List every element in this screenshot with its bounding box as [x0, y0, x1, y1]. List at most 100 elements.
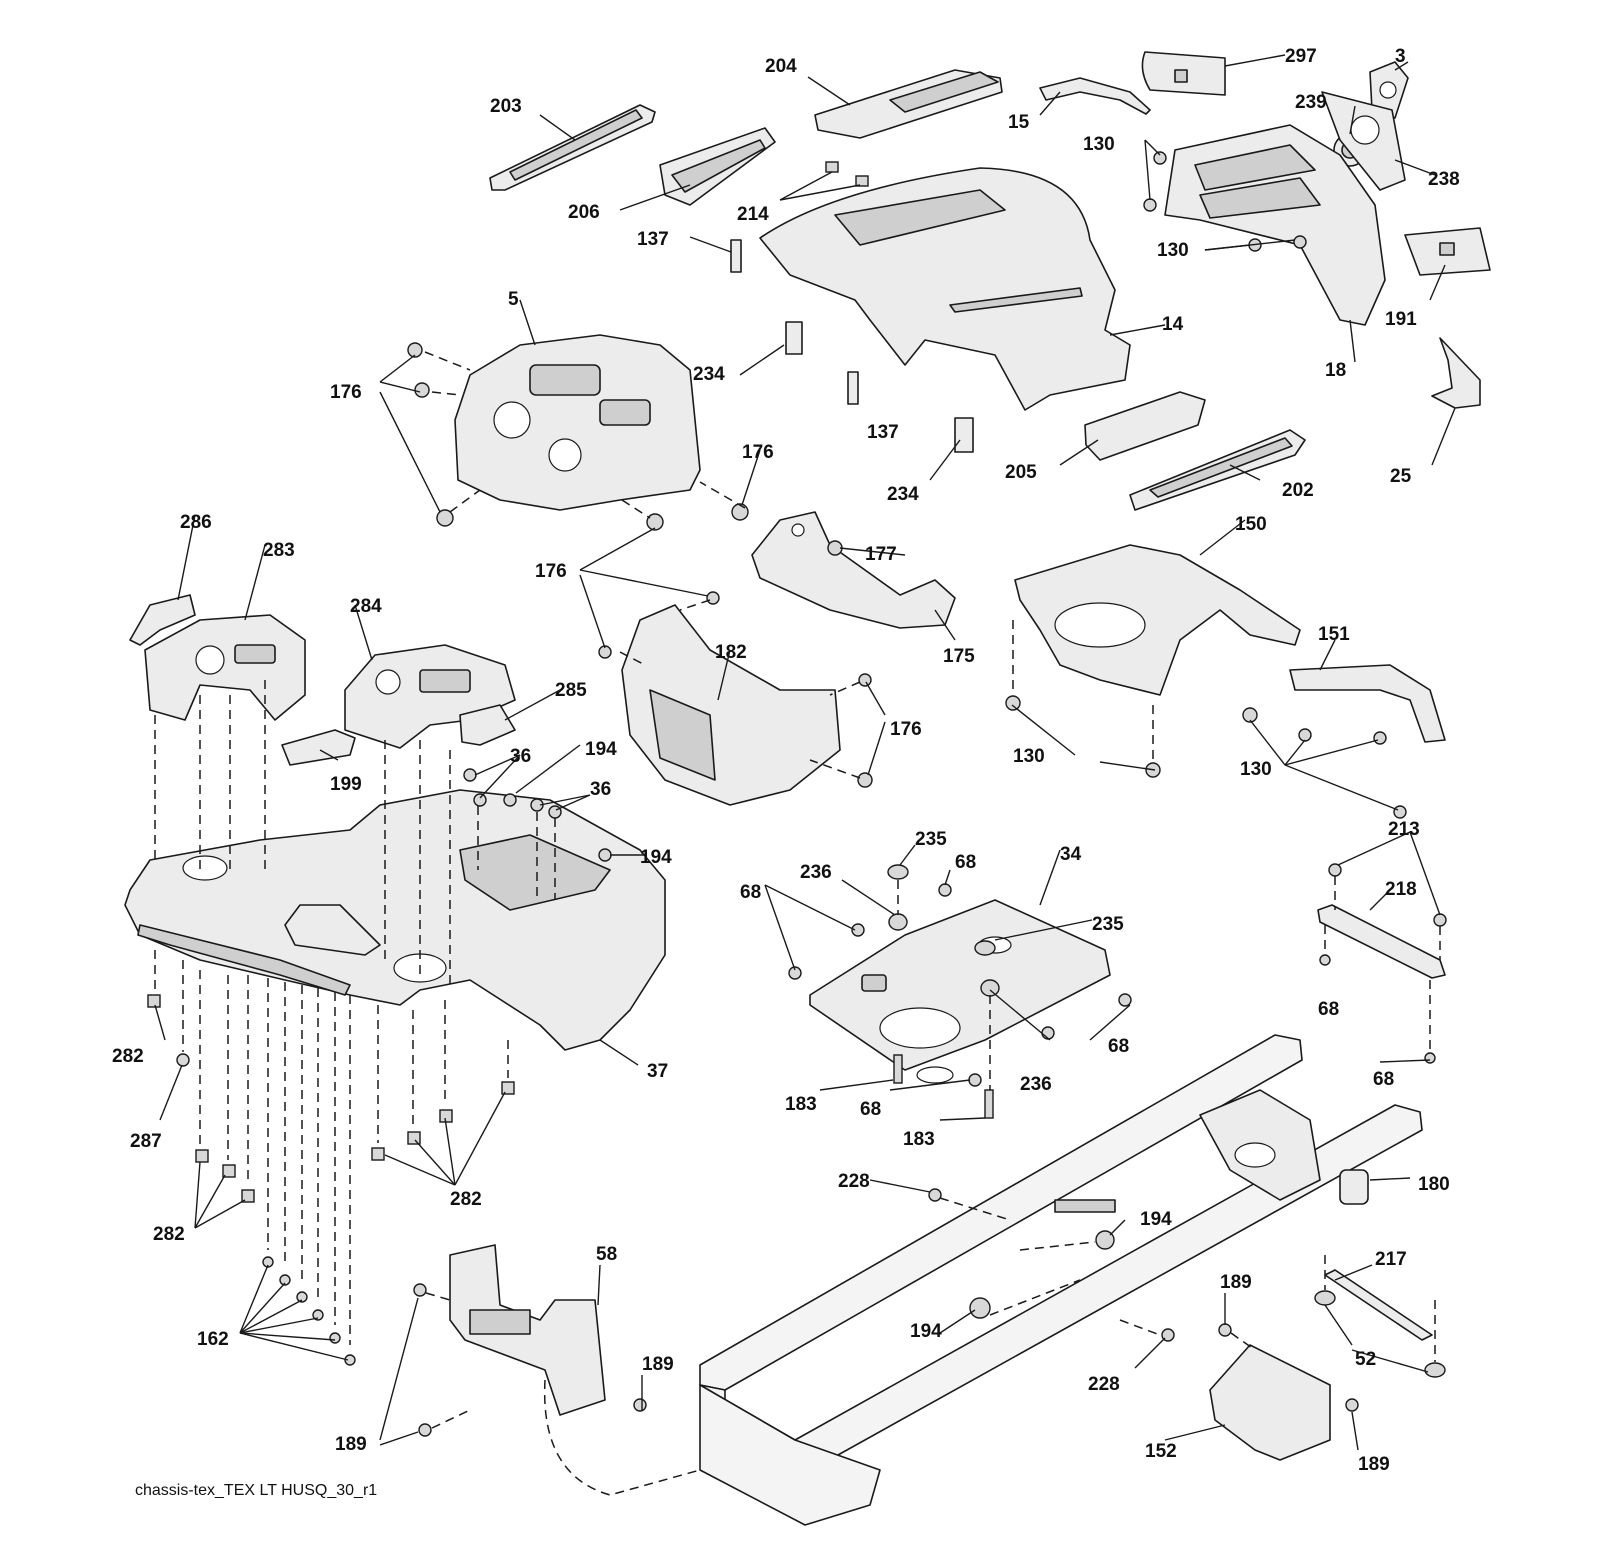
callout-234: 234 — [887, 484, 919, 505]
callout-189: 189 — [1358, 1454, 1390, 1475]
part-25-trim — [1431, 337, 1481, 409]
callout-130: 130 — [1083, 134, 1115, 155]
callout-34: 34 — [1060, 844, 1082, 865]
callout-68: 68 — [860, 1099, 881, 1120]
callout-130: 130 — [1157, 240, 1189, 261]
callout-236: 236 — [800, 862, 832, 883]
callout-235: 235 — [1092, 914, 1124, 935]
part-180-frame — [699, 1034, 1423, 1526]
callout-182: 182 — [715, 642, 747, 663]
part-36-screws — [463, 768, 562, 819]
callout-68: 68 — [955, 852, 976, 873]
part-206-grille-support — [659, 127, 776, 206]
part-287-screw — [176, 1053, 190, 1067]
part-150-fender-support — [1014, 544, 1301, 696]
callout-36: 36 — [590, 779, 611, 800]
callout-176: 176 — [742, 442, 774, 463]
part-68-bolt-lower-a — [1319, 954, 1331, 966]
callout-180: 180 — [1418, 1174, 1450, 1195]
callout-199: 199 — [330, 774, 362, 795]
part-205-grille-support — [1084, 391, 1206, 461]
part-218-bracket — [1317, 904, 1446, 979]
part-194-nuts-frame — [969, 1230, 1115, 1319]
part-284-cover — [344, 644, 516, 749]
part-130-screws — [1005, 151, 1407, 819]
part-152-bracket — [1209, 1344, 1331, 1461]
callout-151: 151 — [1318, 624, 1350, 645]
part-137-foam-a — [730, 239, 742, 273]
callout-15: 15 — [1008, 112, 1030, 133]
callout-68: 68 — [1318, 999, 1339, 1020]
part-58-bracket — [449, 1244, 606, 1416]
part-189-bolt-e — [1345, 1398, 1359, 1412]
part-235-bushings — [887, 864, 996, 956]
part-14-hood — [759, 167, 1131, 411]
part-151-bracket — [1289, 664, 1446, 743]
callout-183: 183 — [903, 1129, 935, 1150]
part-204-hood-vent — [814, 69, 1003, 139]
part-199-decal — [281, 729, 356, 766]
leader-lines — [154, 54, 1456, 1451]
callout-282: 282 — [450, 1189, 482, 1210]
callout-282: 282 — [153, 1224, 185, 1245]
callout-25: 25 — [1390, 466, 1412, 487]
part-283-cover — [144, 614, 306, 721]
callout-5: 5 — [508, 289, 519, 310]
part-297-decal — [1141, 51, 1226, 96]
callout-183: 183 — [785, 1094, 817, 1115]
callout-228: 228 — [838, 1171, 870, 1192]
part-234-pad-a — [785, 321, 803, 355]
callout-285: 285 — [555, 680, 587, 701]
callout-238: 238 — [1428, 169, 1460, 190]
part-217-rod — [1324, 1269, 1433, 1341]
part-137-foam-b — [847, 371, 859, 405]
callout-217: 217 — [1375, 1249, 1407, 1270]
part-191-decal — [1404, 227, 1491, 276]
callout-235: 235 — [915, 829, 947, 850]
callout-3: 3 — [1395, 46, 1406, 67]
callout-189: 189 — [1220, 1272, 1252, 1293]
callout-218: 218 — [1385, 879, 1417, 900]
part-37-fender — [124, 789, 666, 1051]
part-202-grille-strip — [1129, 429, 1306, 511]
part-238-grille-insert — [1321, 91, 1406, 191]
callout-236: 236 — [1020, 1074, 1052, 1095]
callout-68: 68 — [1373, 1069, 1394, 1090]
callout-234: 234 — [693, 364, 725, 385]
part-183-bolts — [893, 1054, 994, 1119]
callout-37: 37 — [647, 1061, 668, 1082]
part-236-spacers — [888, 913, 1000, 997]
callout-287: 287 — [130, 1131, 162, 1152]
part-228-bolts — [928, 1188, 1175, 1342]
callout-191: 191 — [1385, 309, 1417, 330]
callout-202: 202 — [1282, 480, 1314, 501]
part-189-bolt-c — [418, 1423, 432, 1437]
callout-68: 68 — [740, 882, 761, 903]
callout-194: 194 — [1140, 1209, 1172, 1230]
callout-297: 297 — [1285, 46, 1317, 67]
callout-282: 282 — [112, 1046, 144, 1067]
part-52-bushings — [1314, 1290, 1446, 1378]
part-189-bolt-b — [633, 1398, 647, 1412]
callout-177: 177 — [865, 544, 897, 565]
callout-203: 203 — [490, 96, 522, 117]
part-189-bolt-a — [413, 1283, 427, 1297]
callout-228: 228 — [1088, 1374, 1120, 1395]
part-15-trim — [1039, 77, 1151, 115]
callout-18: 18 — [1325, 360, 1346, 381]
part-68-bolts-plate — [788, 883, 1132, 1087]
part-214-clips — [825, 161, 869, 187]
callout-214: 214 — [737, 204, 769, 225]
callout-204: 204 — [765, 56, 797, 77]
callout-130: 130 — [1240, 759, 1272, 780]
callout-176: 176 — [890, 719, 922, 740]
part-286-cap — [129, 594, 196, 646]
callout-175: 175 — [943, 646, 975, 667]
callout-189: 189 — [335, 1434, 367, 1455]
callout-68: 68 — [1108, 1036, 1129, 1057]
callout-14: 14 — [1162, 314, 1184, 335]
callout-194: 194 — [585, 739, 617, 760]
callout-205: 205 — [1005, 462, 1037, 483]
